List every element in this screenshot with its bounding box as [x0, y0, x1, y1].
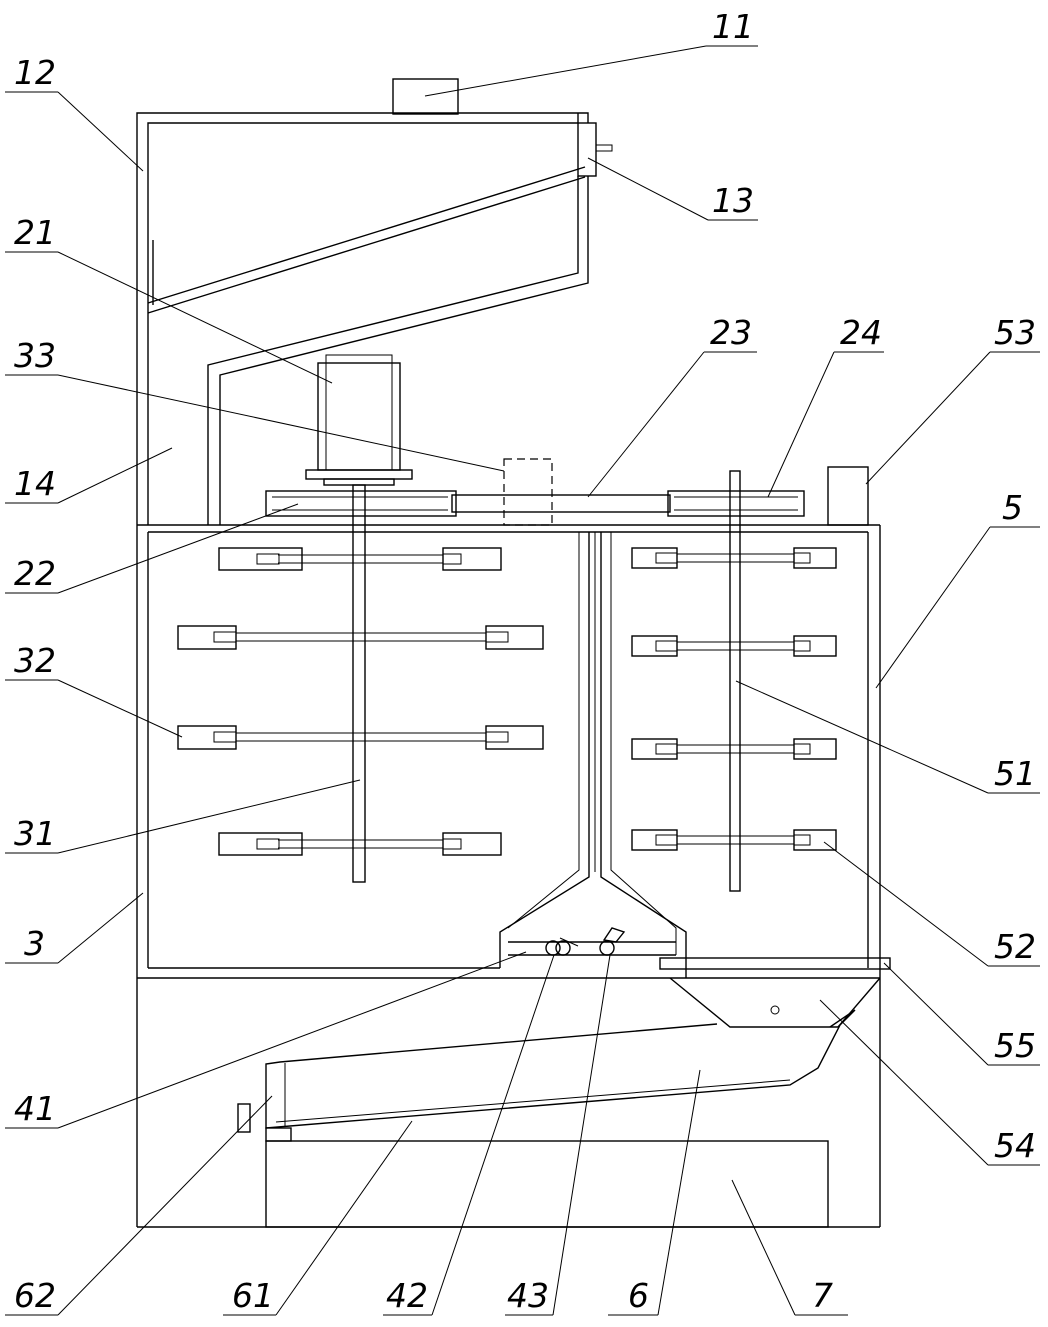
- valves: [545, 927, 626, 956]
- label-12: 12: [14, 53, 56, 92]
- label-7: 7: [812, 1276, 833, 1315]
- label-5: 5: [1002, 488, 1023, 527]
- label-14: 14: [14, 464, 56, 503]
- label-61: 61: [232, 1276, 274, 1315]
- label-32: 32: [14, 641, 56, 680]
- label-22: 22: [14, 554, 56, 593]
- label-33: 33: [14, 336, 56, 375]
- label-55: 55: [994, 1026, 1036, 1065]
- left-stirrer: [177, 484, 544, 883]
- motor: [317, 362, 401, 471]
- label-52: 52: [994, 927, 1036, 966]
- label-11: 11: [712, 7, 754, 46]
- label-3: 3: [24, 924, 45, 963]
- drive-assembly: [137, 354, 880, 533]
- side-pipe: [659, 957, 891, 970]
- label-53: 53: [994, 313, 1036, 352]
- upper-housing: [136, 78, 613, 525]
- sieve-tab: [237, 1103, 251, 1133]
- right-stirrer: [631, 470, 837, 892]
- right-shaft: [729, 470, 741, 892]
- label-31: 31: [14, 814, 56, 853]
- label-62: 62: [14, 1276, 56, 1315]
- label-51: 51: [994, 754, 1036, 793]
- pulley-left: [265, 490, 457, 517]
- collection-box: [265, 1140, 829, 1228]
- callouts: 11 12 13 21 33 23 24 53 14 5 22 32: [5, 7, 1040, 1316]
- label-54: 54: [994, 1126, 1036, 1165]
- right-blades: [631, 547, 837, 851]
- pulley-right: [667, 490, 805, 517]
- label-6: 6: [628, 1276, 649, 1315]
- mixing-tank: [136, 525, 891, 1228]
- label-41: 41: [14, 1089, 56, 1128]
- label-21: 21: [14, 213, 56, 252]
- box-53: [827, 466, 869, 526]
- belt: [451, 494, 671, 513]
- label-42: 42: [386, 1276, 428, 1315]
- label-13: 13: [712, 181, 754, 220]
- left-blades: [177, 547, 544, 856]
- hidden-part: [503, 458, 553, 526]
- top-inlet: [392, 78, 459, 115]
- label-23: 23: [710, 313, 752, 352]
- label-24: 24: [840, 313, 882, 352]
- lower-section: [237, 977, 881, 1228]
- left-shaft: [352, 484, 366, 883]
- label-43: 43: [507, 1276, 549, 1315]
